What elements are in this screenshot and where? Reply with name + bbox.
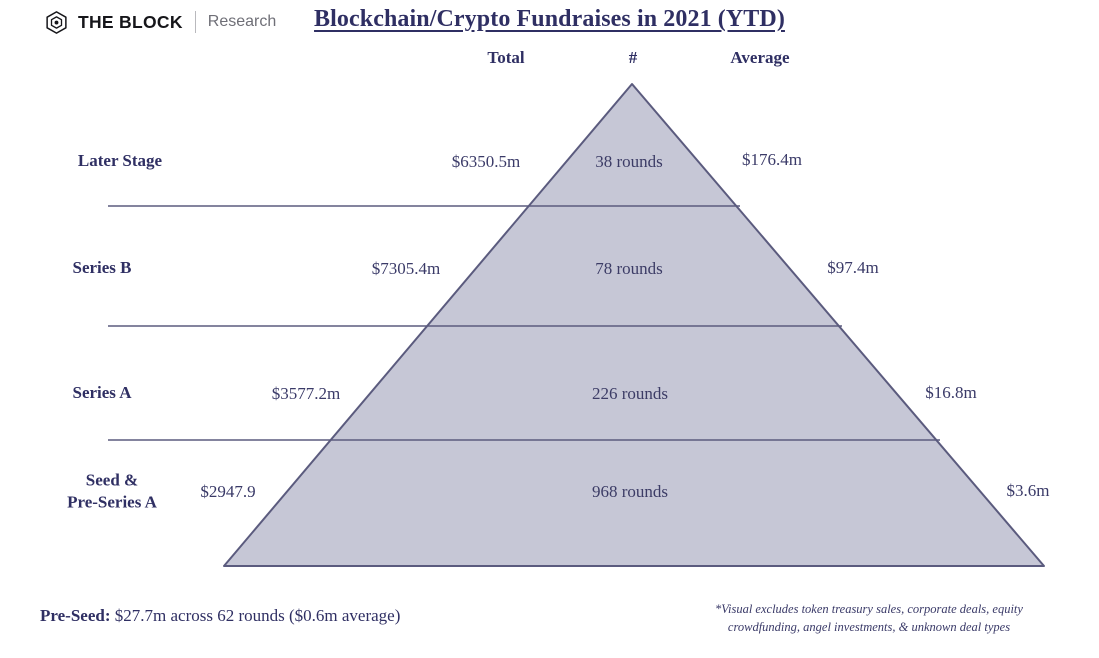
preseed-value: $27.7m across 62 rounds ($0.6m average) xyxy=(110,606,401,625)
column-header-total: Total xyxy=(487,48,525,67)
preseed-label: Pre-Seed: xyxy=(40,606,111,625)
disclaimer-line-2: crowdfunding, angel investments, & unkno… xyxy=(727,620,1011,635)
pyramid-body xyxy=(223,83,1045,567)
tier-count-seed-pre-series-a: 968 rounds xyxy=(591,482,669,501)
tier-label-later-stage: Later Stage xyxy=(77,151,163,171)
brand-logo-group: THE BLOCK Research xyxy=(44,8,276,36)
disclaimer-line-1: *Visual excludes token treasury sales, c… xyxy=(715,602,1023,616)
brand-name: THE BLOCK xyxy=(78,11,183,32)
pyramid-chart: Later Stage $6350.5m 38 rounds $176.4m S… xyxy=(67,83,1050,567)
tier-average-seed-pre-series-a: $3.6m xyxy=(1006,481,1050,500)
brand-subtitle: Research xyxy=(207,13,277,30)
tier-average-series-b: $97.4m xyxy=(827,258,879,277)
hexagon-block-logo-icon xyxy=(46,10,67,34)
pyramid-graphic xyxy=(108,83,1045,567)
tier-total-series-a: $3577.2m xyxy=(271,384,341,403)
tier-label-seed-pre-series-a: Seed & Pre-Series A xyxy=(67,470,157,511)
tier-average-series-a: $16.8m xyxy=(925,383,977,402)
tier-total-series-b: $7305.4m xyxy=(371,259,441,278)
column-header-average: Average xyxy=(730,48,790,67)
disclaimer-note: *Visual excludes token treasury sales, c… xyxy=(683,600,1055,636)
preseed-note: Pre-Seed: $27.7m across 62 rounds ($0.6m… xyxy=(40,606,400,626)
tier-count-series-a: 226 rounds xyxy=(591,384,669,403)
tier-label-series-b: Series B xyxy=(72,258,132,278)
tier-total-seed-pre-series-a: $2947.9 xyxy=(200,482,256,501)
tier-count-series-b: 78 rounds xyxy=(595,259,663,278)
tier-average-later-stage: $176.4m xyxy=(742,150,802,169)
column-header-count: # xyxy=(628,48,638,67)
page-title: Blockchain/Crypto Fundraises in 2021 (YT… xyxy=(314,6,785,32)
tier-label-series-a: Series A xyxy=(72,383,132,403)
tier-total-later-stage: $6350.5m xyxy=(451,152,521,171)
brand-divider xyxy=(194,11,196,33)
tier-count-later-stage: 38 rounds xyxy=(595,152,663,171)
